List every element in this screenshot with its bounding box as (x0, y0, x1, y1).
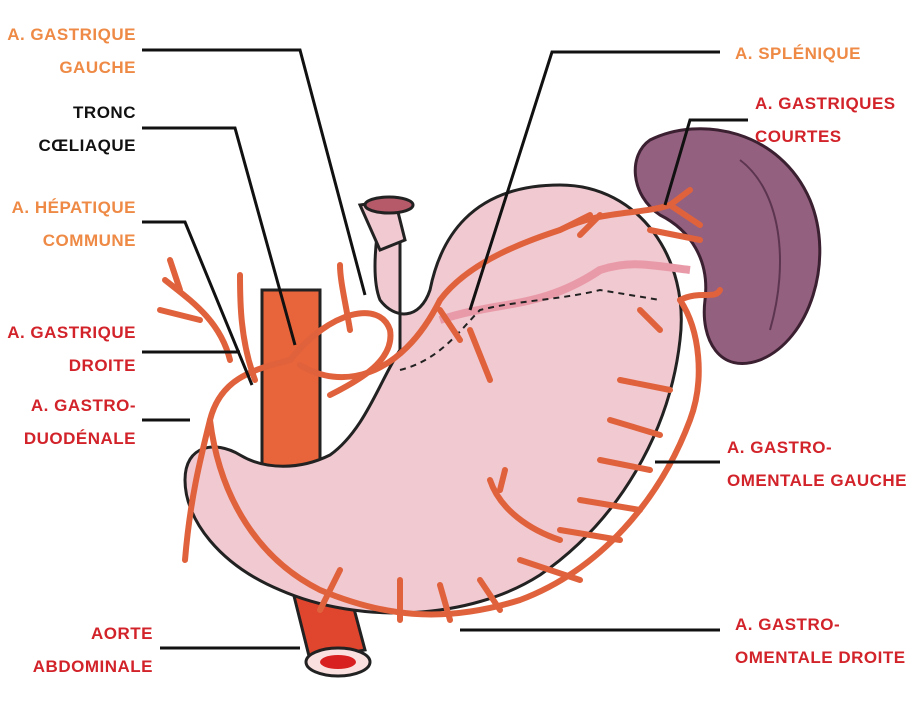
label-line: A. GASTRO- (30, 396, 136, 415)
leader-lines (142, 48, 748, 650)
label-line: ABDOMINALE (32, 657, 153, 676)
label-line: A. GASTRO- (727, 438, 833, 457)
label-line: A. HÉPATIQUE (11, 198, 136, 217)
label-line: GAUCHE (59, 58, 136, 77)
leader-gastriques-courtes (663, 118, 748, 206)
label-tronc-coeliaque: TRONC CŒLIAQUE (39, 96, 137, 162)
label-gastrique-droite: A. GASTRIQUE DROITE (7, 316, 136, 382)
label-line: AORTE (91, 624, 153, 643)
label-gastro-omentale-gauche: A. GASTRO- OMENTALE GAUCHE (727, 431, 907, 497)
leader-splenique (468, 50, 720, 311)
label-line: DUODÉNALE (23, 429, 136, 448)
aorta (260, 288, 322, 472)
label-line: A. SPLÉNIQUE (735, 44, 861, 63)
label-line: DROITE (68, 356, 136, 375)
label-line: A. GASTRIQUE (7, 323, 136, 342)
label-hepatique-commune: A. HÉPATIQUE COMMUNE (12, 191, 136, 257)
label-line: COURTES (755, 127, 842, 146)
label-line: A. GASTRIQUES (755, 94, 896, 113)
leader-tronc-coeliaque (142, 126, 297, 346)
label-gastro-omentale-droite: A. GASTRO- OMENTALE DROITE (735, 608, 906, 674)
label-line: TRONC (73, 103, 136, 122)
spleen (633, 127, 822, 366)
label-gastro-duodenale: A. GASTRO- DUODÉNALE (24, 389, 136, 455)
label-line: OMENTALE DROITE (735, 648, 906, 667)
arteries (157, 187, 723, 623)
label-gastrique-gauche: A. GASTRIQUE GAUCHE (7, 18, 136, 84)
spleen-highlight (739, 159, 781, 331)
label-line: COMMUNE (42, 231, 136, 250)
stomach-fold (438, 260, 691, 324)
label-gastriques-courtes: A. GASTRIQUES COURTES (755, 87, 896, 153)
label-line: A. GASTRO- (735, 615, 841, 634)
leader-gastrique-gauche (142, 48, 367, 296)
leader-hepatique-commune (142, 220, 254, 386)
label-aorte-abdominale: AORTE ABDOMINALE (33, 617, 153, 683)
label-splenique: A. SPLÉNIQUE (735, 37, 861, 70)
label-line: A. GASTRIQUE (7, 25, 136, 44)
label-line: OMENTALE GAUCHE (727, 471, 908, 490)
label-line: CŒLIAQUE (38, 136, 136, 155)
